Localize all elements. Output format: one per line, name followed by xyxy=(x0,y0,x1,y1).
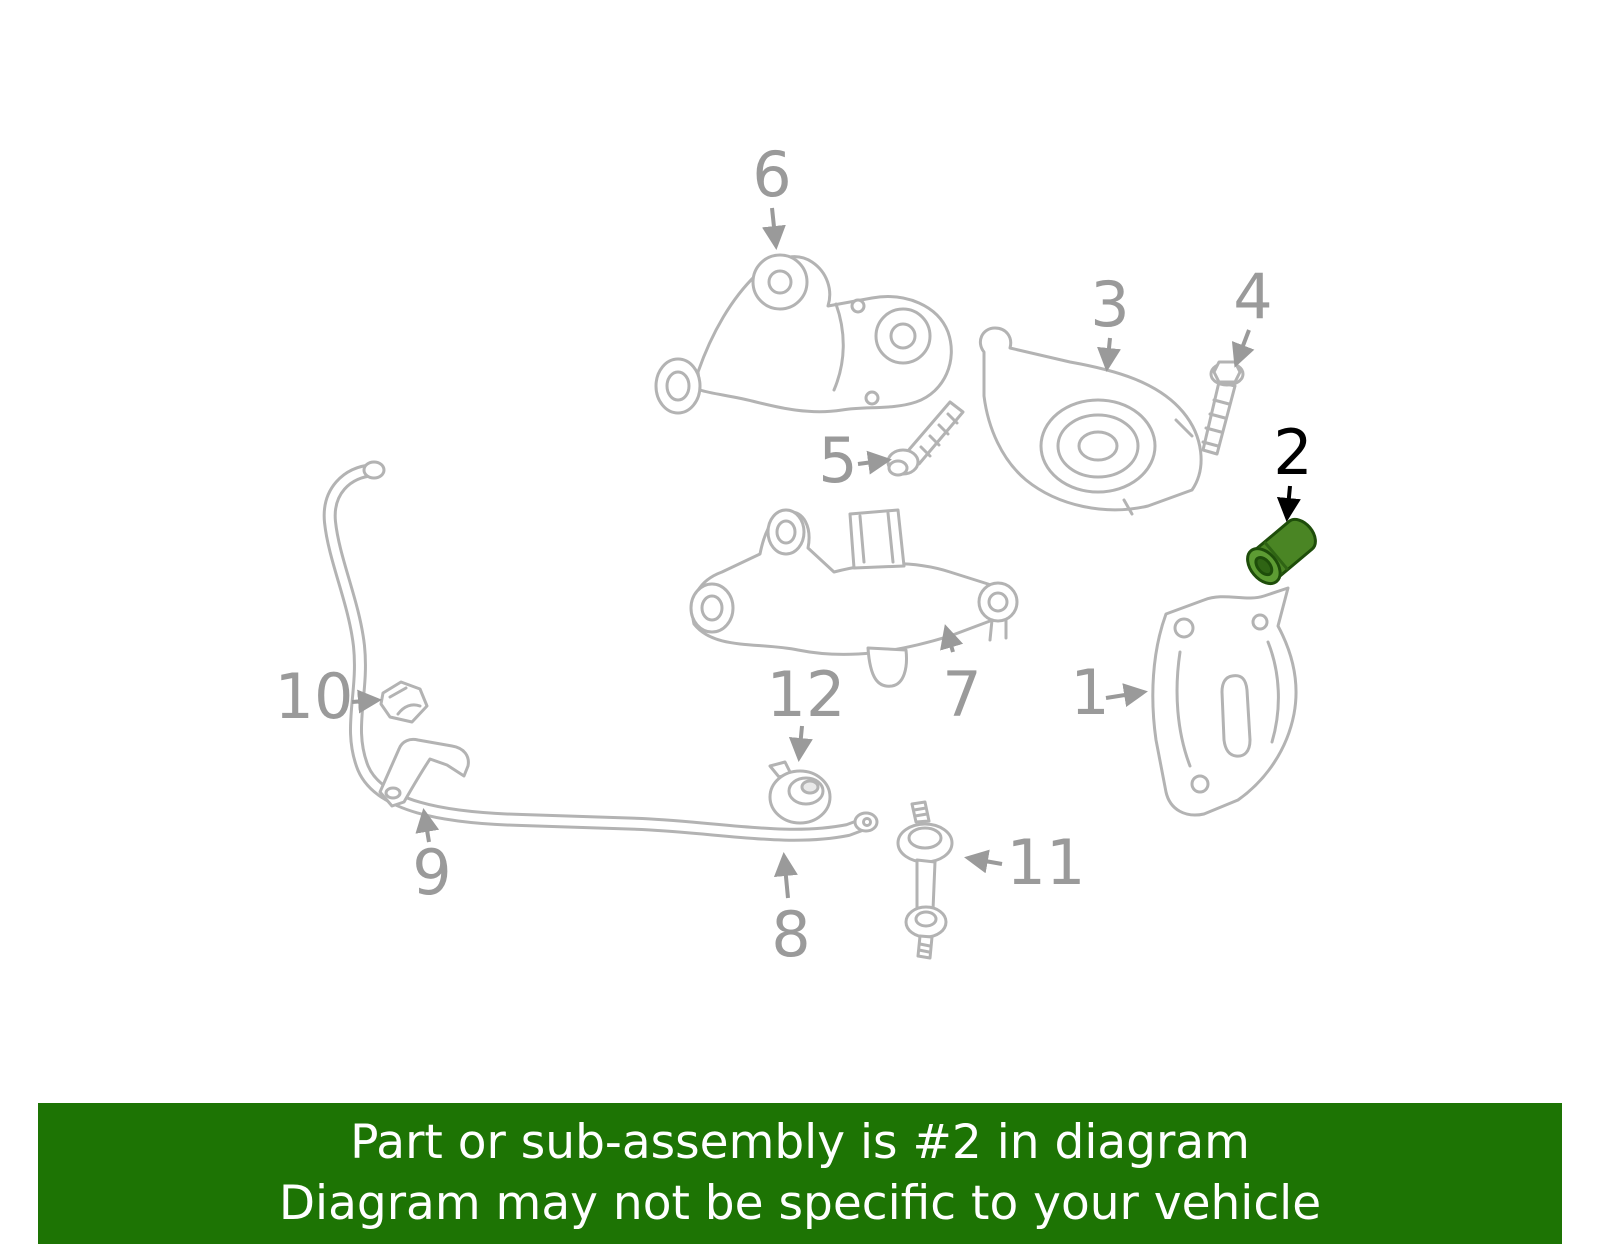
callout-7-label: 7 xyxy=(942,658,981,731)
part-2-bushing-highlighted[interactable] xyxy=(1241,512,1323,590)
callout-4-label: 4 xyxy=(1233,260,1272,333)
part-1-knuckle xyxy=(1151,586,1298,817)
callout-6-label: 6 xyxy=(752,138,791,211)
callout-5-label: 5 xyxy=(818,424,857,497)
part-10-stabilizer-bushing xyxy=(379,680,429,724)
callout-10-arrow xyxy=(351,689,382,714)
callout-7-arrow xyxy=(940,624,964,653)
callout-3-arrow xyxy=(1097,337,1121,372)
callout-6-arrow xyxy=(761,207,786,250)
callout-4-arrow xyxy=(1231,329,1255,368)
part-5-bolt xyxy=(886,400,965,477)
callout-1-label: 1 xyxy=(1070,656,1109,729)
callout-9-label: 9 xyxy=(412,836,451,909)
callout-11-label: 11 xyxy=(1007,826,1086,899)
callout-11-arrow xyxy=(964,849,1003,874)
callout-10-label: 10 xyxy=(275,660,354,733)
callout-1-arrow xyxy=(1105,683,1148,707)
callout-2-label: 2 xyxy=(1273,416,1312,489)
callout-12-label: 12 xyxy=(767,658,846,731)
part-9-bracket xyxy=(378,737,470,808)
callout-2-arrow xyxy=(1276,485,1301,522)
part-6-upper-control-arm xyxy=(654,253,953,415)
part-3-upper-arm xyxy=(979,326,1203,516)
part-4-bolt xyxy=(1201,360,1245,456)
callout-8-label: 8 xyxy=(771,898,810,971)
callout-8-arrow xyxy=(773,852,798,899)
callout-5-arrow xyxy=(857,450,892,475)
part-8-stabilizer-bar xyxy=(322,460,879,842)
callout-12-arrow xyxy=(788,725,813,762)
callout-9-arrow xyxy=(415,808,440,843)
part-11-stabilizer-link xyxy=(896,800,954,960)
banner-line-2: Diagram may not be specific to your vehi… xyxy=(278,1176,1322,1231)
info-banner: Part or sub-assembly is #2 in diagram Di… xyxy=(38,1103,1562,1244)
callout-3-label: 3 xyxy=(1090,268,1129,341)
banner-line-1: Part or sub-assembly is #2 in diagram xyxy=(350,1114,1250,1170)
part-12-bushing xyxy=(768,760,832,825)
part-7-lower-control-arm xyxy=(689,508,1019,688)
